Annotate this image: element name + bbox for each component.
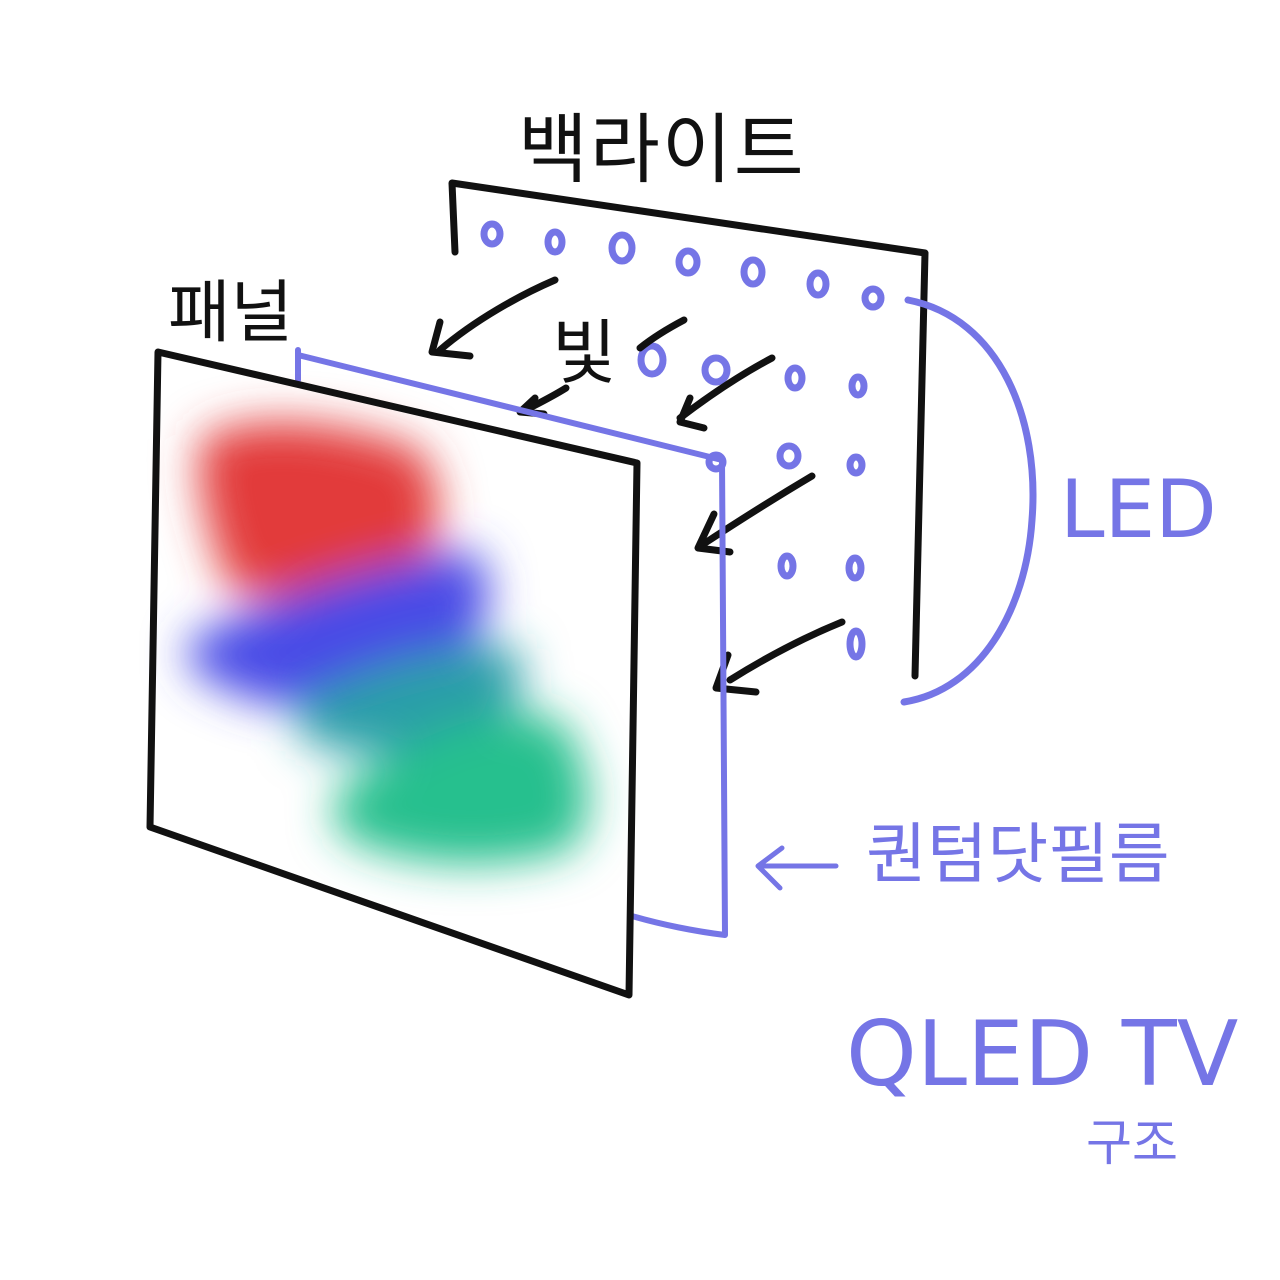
light-arrows (428, 276, 846, 696)
panel-color-blur (187, 421, 589, 864)
arrow-left-down-icon (712, 618, 846, 696)
arrow-left-down-icon (636, 316, 688, 352)
backlight-label: 백라이트 (518, 105, 806, 194)
light-label: 빛 (552, 312, 617, 394)
diagram-subtitle: 구조 (1086, 1114, 1178, 1172)
panel (146, 348, 641, 999)
arrow-left-icon (755, 845, 839, 891)
arrow-left-down-icon (428, 276, 559, 360)
bracket-curve-icon (900, 296, 1037, 706)
quantum-dot-film (295, 347, 728, 938)
led-dots (480, 220, 885, 661)
arrow-left-down-icon (694, 472, 816, 556)
backlight-board (448, 179, 929, 680)
led-label: LED (1060, 463, 1217, 556)
panel-label: 패널 (168, 274, 294, 353)
quantum-dot-film-label: 퀀텀닷필름 (866, 816, 1170, 893)
arrow-left-down-icon (676, 354, 776, 432)
diagram-title: QLED TV (846, 1002, 1239, 1107)
